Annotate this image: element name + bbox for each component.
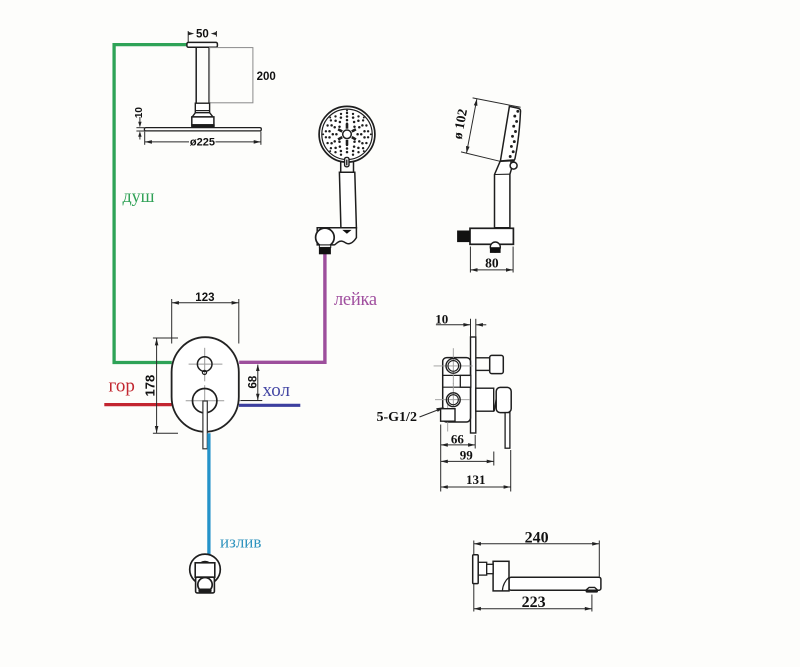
svg-text:лейка: лейка — [334, 290, 377, 310]
svg-text:50: 50 — [196, 29, 209, 41]
svg-text:131: 131 — [466, 472, 486, 487]
svg-text:178: 178 — [143, 375, 158, 397]
svg-text:хол: хол — [263, 380, 291, 401]
svg-text:5-G1/2: 5-G1/2 — [377, 410, 417, 425]
svg-text:68: 68 — [248, 375, 260, 388]
svg-text:гор: гор — [109, 376, 135, 397]
svg-text:10: 10 — [435, 312, 448, 327]
svg-text:10: 10 — [134, 107, 145, 119]
svg-text:ø 102: ø 102 — [450, 107, 470, 140]
svg-text:излив: излив — [220, 533, 261, 552]
svg-text:ø225: ø225 — [190, 137, 215, 149]
svg-text:66: 66 — [451, 431, 465, 446]
svg-text:душ: душ — [123, 186, 155, 206]
svg-text:80: 80 — [485, 256, 499, 271]
svg-text:223: 223 — [522, 594, 546, 611]
svg-text:123: 123 — [195, 292, 214, 304]
svg-text:240: 240 — [525, 530, 549, 547]
svg-text:200: 200 — [257, 71, 276, 83]
svg-text:99: 99 — [460, 448, 474, 463]
